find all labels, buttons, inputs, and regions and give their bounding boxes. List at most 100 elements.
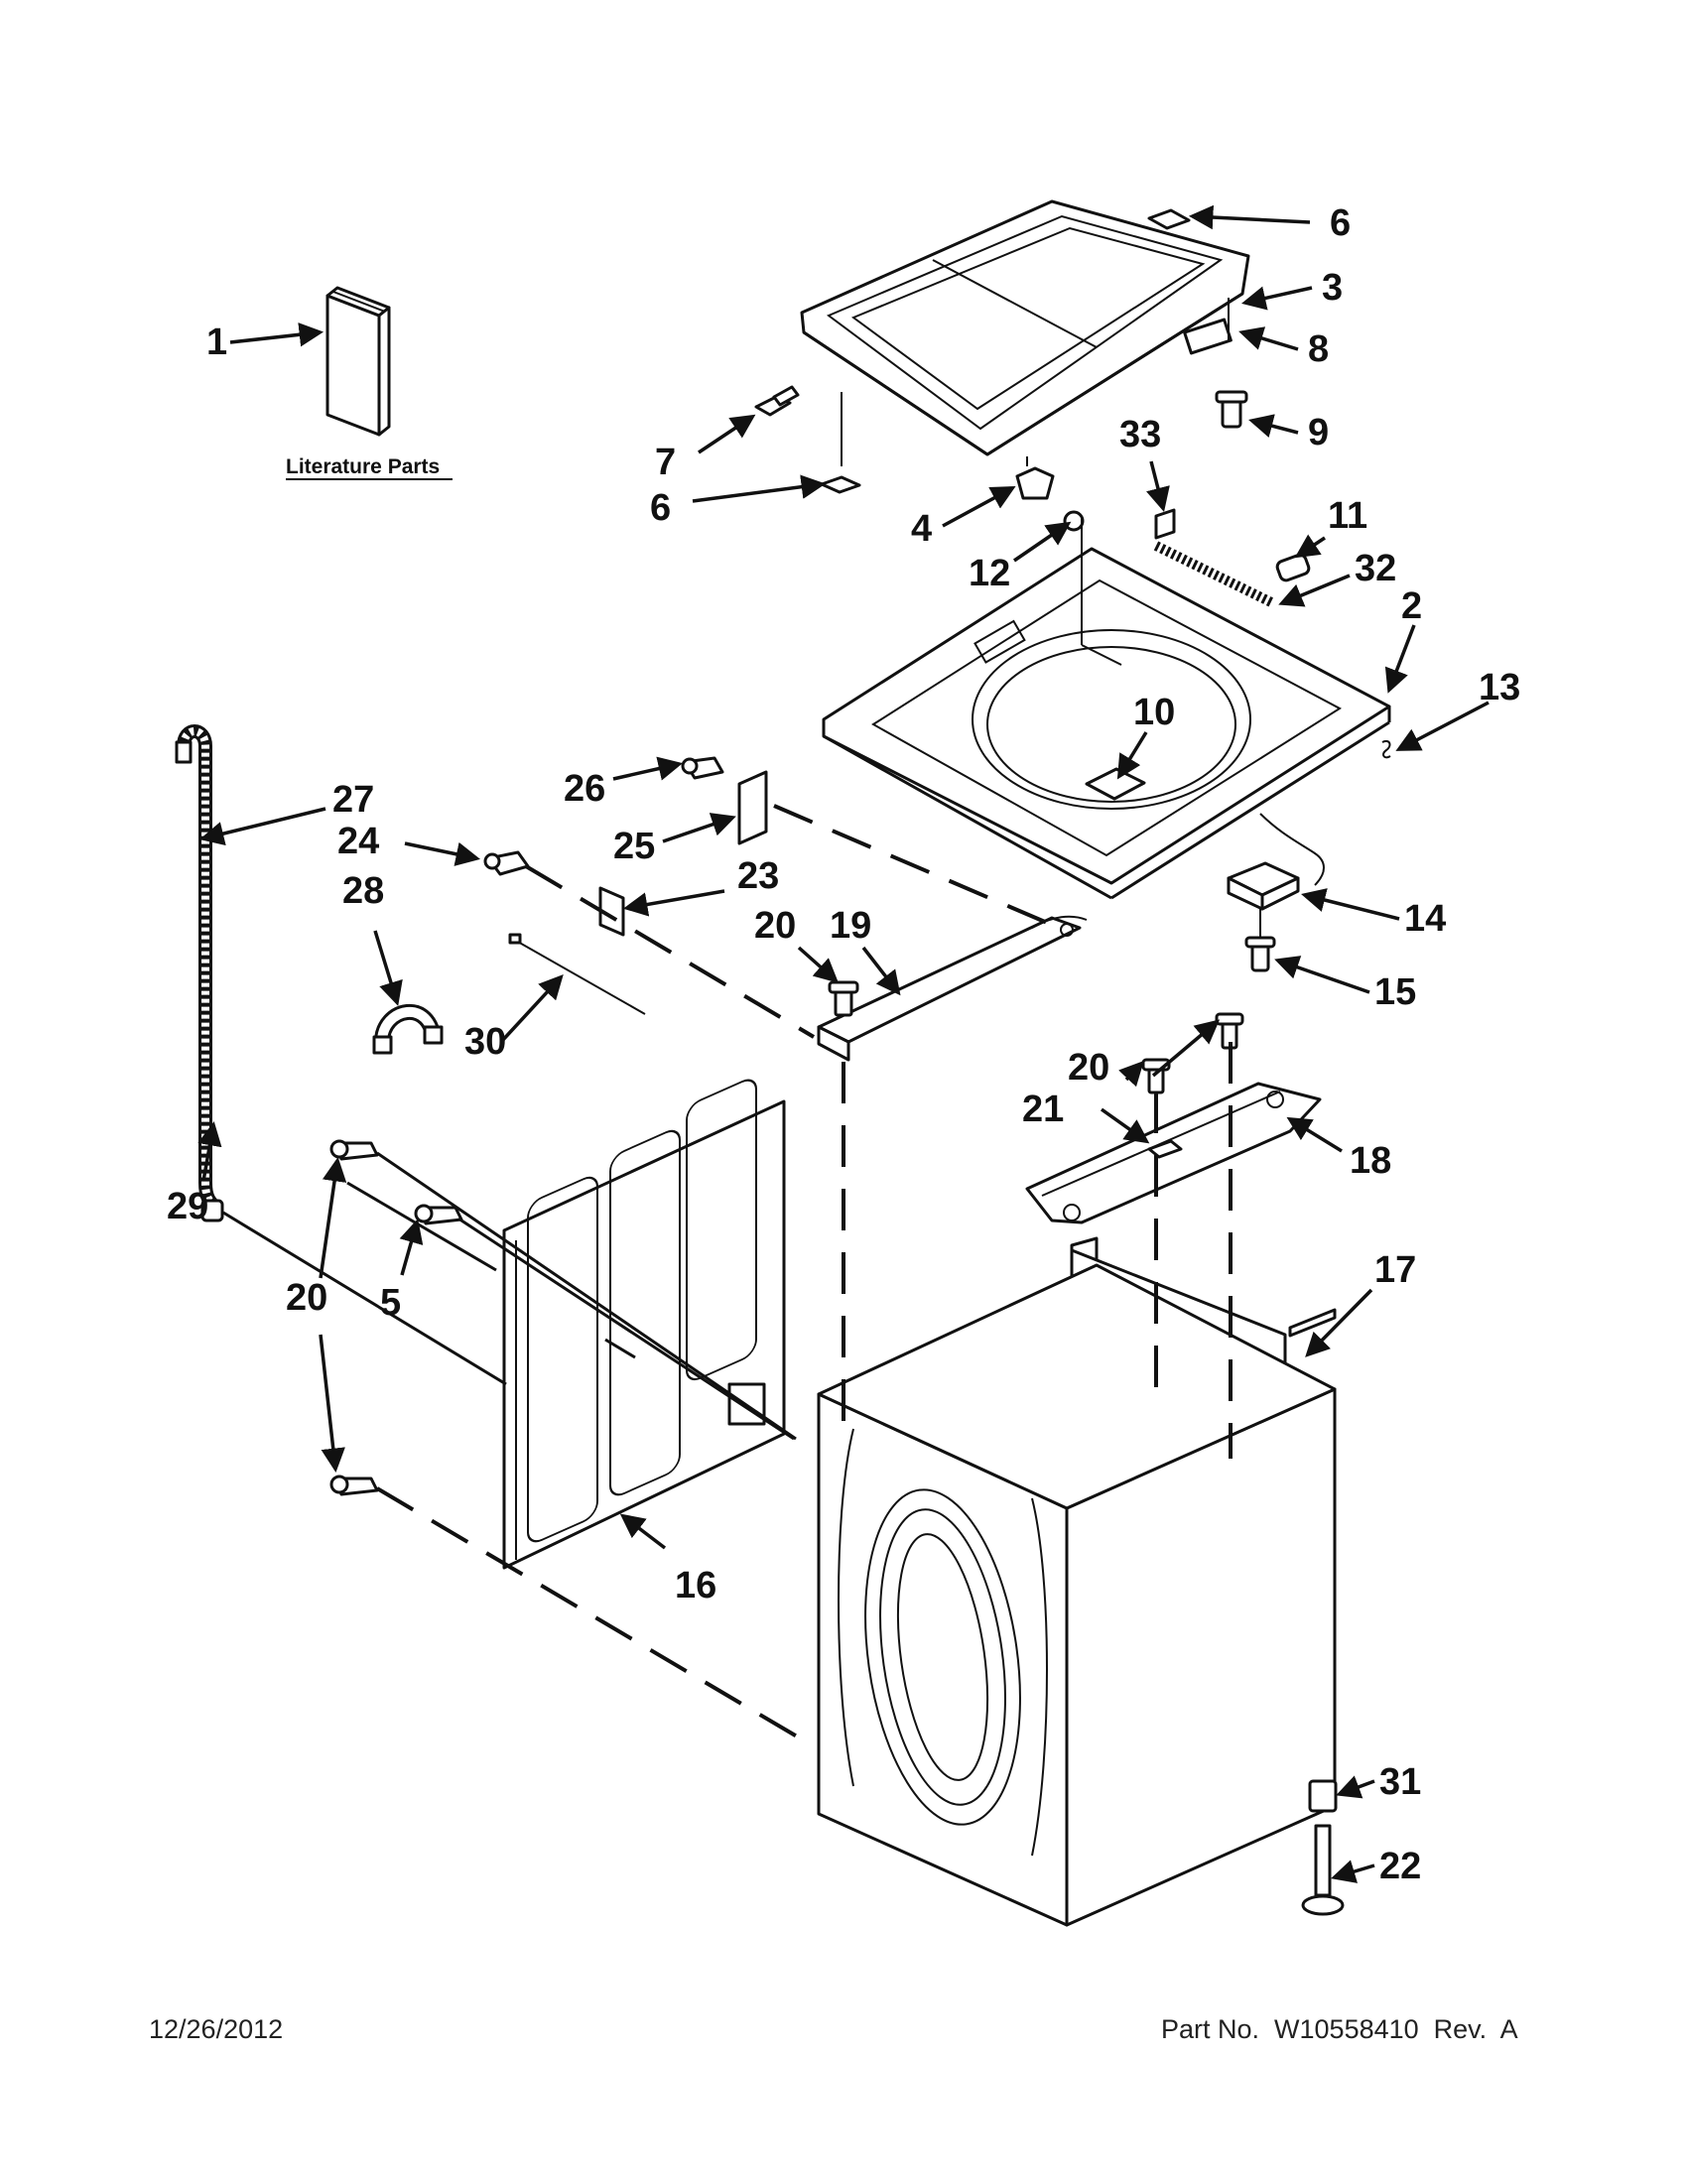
leader-8 [1238,326,1299,351]
literature-parts-caption: Literature Parts [286,455,440,478]
leader-6b [692,474,827,503]
screw-20-rear-right [1215,1012,1244,1050]
leader-21 [1100,1107,1150,1144]
leader-20-front [797,946,840,983]
leader-20-left-up [319,1156,347,1279]
hinge-pin-bottom [820,475,861,494]
callout-10: 10 [1133,692,1175,733]
assembly-lines [222,804,1233,1748]
leader-23 [622,889,725,917]
callout-14: 14 [1404,898,1446,940]
leader-17 [1305,1288,1373,1357]
leader-6a [1188,204,1311,230]
leader-26 [612,756,683,781]
callout-5: 5 [380,1282,401,1324]
screw-20-front [828,980,859,1017]
callout-15: 15 [1374,971,1416,1013]
callout-26: 26 [564,768,605,810]
clip-33 [1154,508,1176,540]
callout-31: 31 [1379,1761,1421,1803]
callout-12: 12 [969,553,1010,594]
callout-24: 24 [337,821,379,862]
callout-28: 28 [342,870,384,912]
callout-7: 7 [655,442,676,483]
literature-booklet [325,286,391,437]
lid-lock [1227,813,1325,911]
callout-30: 30 [464,1021,506,1063]
lid-pad [1275,553,1311,582]
leader-13 [1395,701,1490,751]
leader-16 [619,1513,667,1550]
leveling-nut [1308,1779,1338,1813]
callout-3: 3 [1322,267,1343,309]
leader-18 [1286,1116,1343,1153]
leader-22 [1331,1860,1375,1883]
leader-19 [861,946,901,996]
lid-switch [1183,298,1233,355]
leader-31 [1336,1775,1375,1799]
leader-14 [1301,888,1400,921]
callout-25: 25 [613,826,655,867]
leader-15 [1274,956,1370,994]
callout-6-top: 6 [1330,202,1351,244]
leader-30 [499,973,564,1044]
top-cover [822,547,1391,900]
leader-32 [1278,574,1351,607]
front-brace [817,915,1088,1062]
callout-20-left: 20 [286,1277,327,1319]
callout-16: 16 [675,1565,716,1606]
callout-27: 27 [332,779,374,821]
leader-4 [942,486,1016,528]
clip-13 [1381,740,1391,759]
leader-11 [1294,534,1326,559]
callout-1: 1 [206,321,227,363]
screw-5 [414,1204,463,1225]
leveling-leg [1301,1824,1345,1916]
callout-11: 11 [1328,495,1367,537]
callout-20-rear: 20 [1068,1047,1109,1089]
callout-33: 33 [1119,414,1161,455]
callout-20-front: 20 [754,905,796,947]
leader-2 [1384,624,1416,694]
footer-part-number: Part No. W10558410 Rev. A [1161,2014,1518,2044]
leader-20-rear-l [1118,1061,1144,1088]
leader-24 [404,841,480,866]
screw-9 [1215,390,1248,429]
screw-15 [1244,936,1276,972]
leader-28 [373,930,403,1006]
leader-25 [662,813,736,843]
callout-19: 19 [830,905,871,947]
lid-spring [1153,541,1276,608]
leader-20-rear-r [1151,1019,1221,1078]
leader-1 [229,322,324,347]
leader-10 [1116,731,1148,780]
callout-4: 4 [911,508,932,550]
screw-24 [483,850,530,876]
leader-29 [197,1120,222,1182]
bracket-25 [737,770,768,845]
rear-panel [502,1079,786,1570]
clip-21 [1147,1139,1183,1159]
callout-8: 8 [1308,328,1329,370]
callout-22: 22 [1379,1846,1421,1887]
cable-tie [508,933,646,1015]
hose-clamp [200,1199,224,1222]
callout-29: 29 [167,1186,208,1227]
leader-27 [199,807,326,846]
lid-bumper [1015,456,1055,500]
callout-13: 13 [1479,667,1520,708]
leader-9 [1248,414,1299,439]
screw-20-left-a [329,1139,379,1161]
callout-32: 32 [1355,548,1396,589]
screw-20-left-b [329,1475,379,1496]
callout-2: 2 [1401,585,1422,627]
cabinet [817,1236,1337,1927]
grommet-12 [1063,510,1085,532]
screw-26 [681,756,724,780]
leader-7 [698,414,756,454]
callout-9: 9 [1308,412,1329,453]
hinge-pin-top [1147,208,1191,230]
callout-21: 21 [1022,1089,1064,1130]
